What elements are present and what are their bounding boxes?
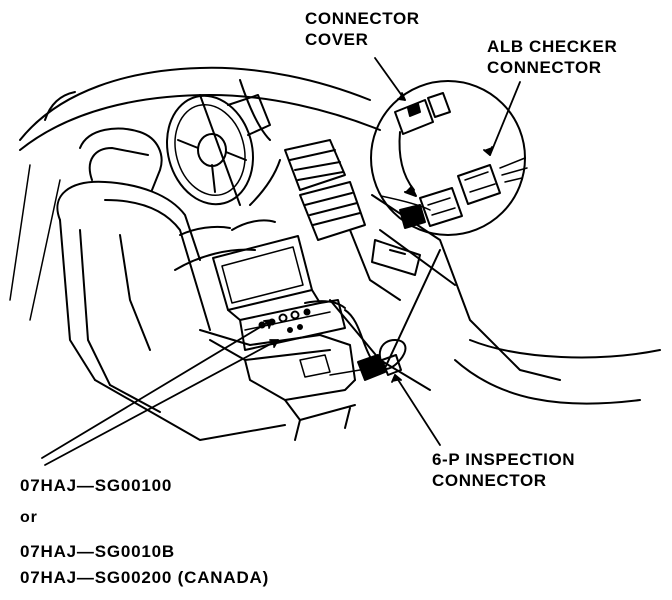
inspection-connector-line-2: CONNECTOR [432,471,547,490]
part-number-3: 07HAJ—SG00200 (CANADA) [20,568,270,587]
part-number-2: 07HAJ—SG0010B [20,542,175,561]
connector-cover-line-2: COVER [305,30,369,49]
steering-wheel [166,94,271,206]
alb-checker-tester [212,235,346,351]
alb-checker-connector-label: ALB CHECKER CONNECTOR [487,36,617,78]
alb-checker-leader [489,81,521,156]
tester-leader-2 [41,319,273,459]
leader-lines [41,57,521,466]
alb-checker-line-1: ALB CHECKER [487,37,618,56]
connector-cover-leader [374,57,406,101]
driver-seat [56,127,361,441]
inspection-connector-part [357,354,402,381]
connector-cover-line-1: CONNECTOR [305,9,420,28]
or-label: or [20,509,38,526]
alb-checker-line-2: CONNECTOR [487,58,602,77]
dashboard-outline [9,66,661,405]
inspection-connector-line-1: 6-P INSPECTION [432,450,576,469]
tester-cable [344,249,441,370]
inspection-connector-leader [394,374,441,446]
part-number-1: 07HAJ—SG00100 [20,476,173,495]
detail-magnifier [370,80,528,236]
inspection-connector-label: 6-P INSPECTION CONNECTOR [432,449,575,491]
tester-leader-1 [44,339,279,466]
connector-cover-label: CONNECTOR COVER [305,8,420,50]
